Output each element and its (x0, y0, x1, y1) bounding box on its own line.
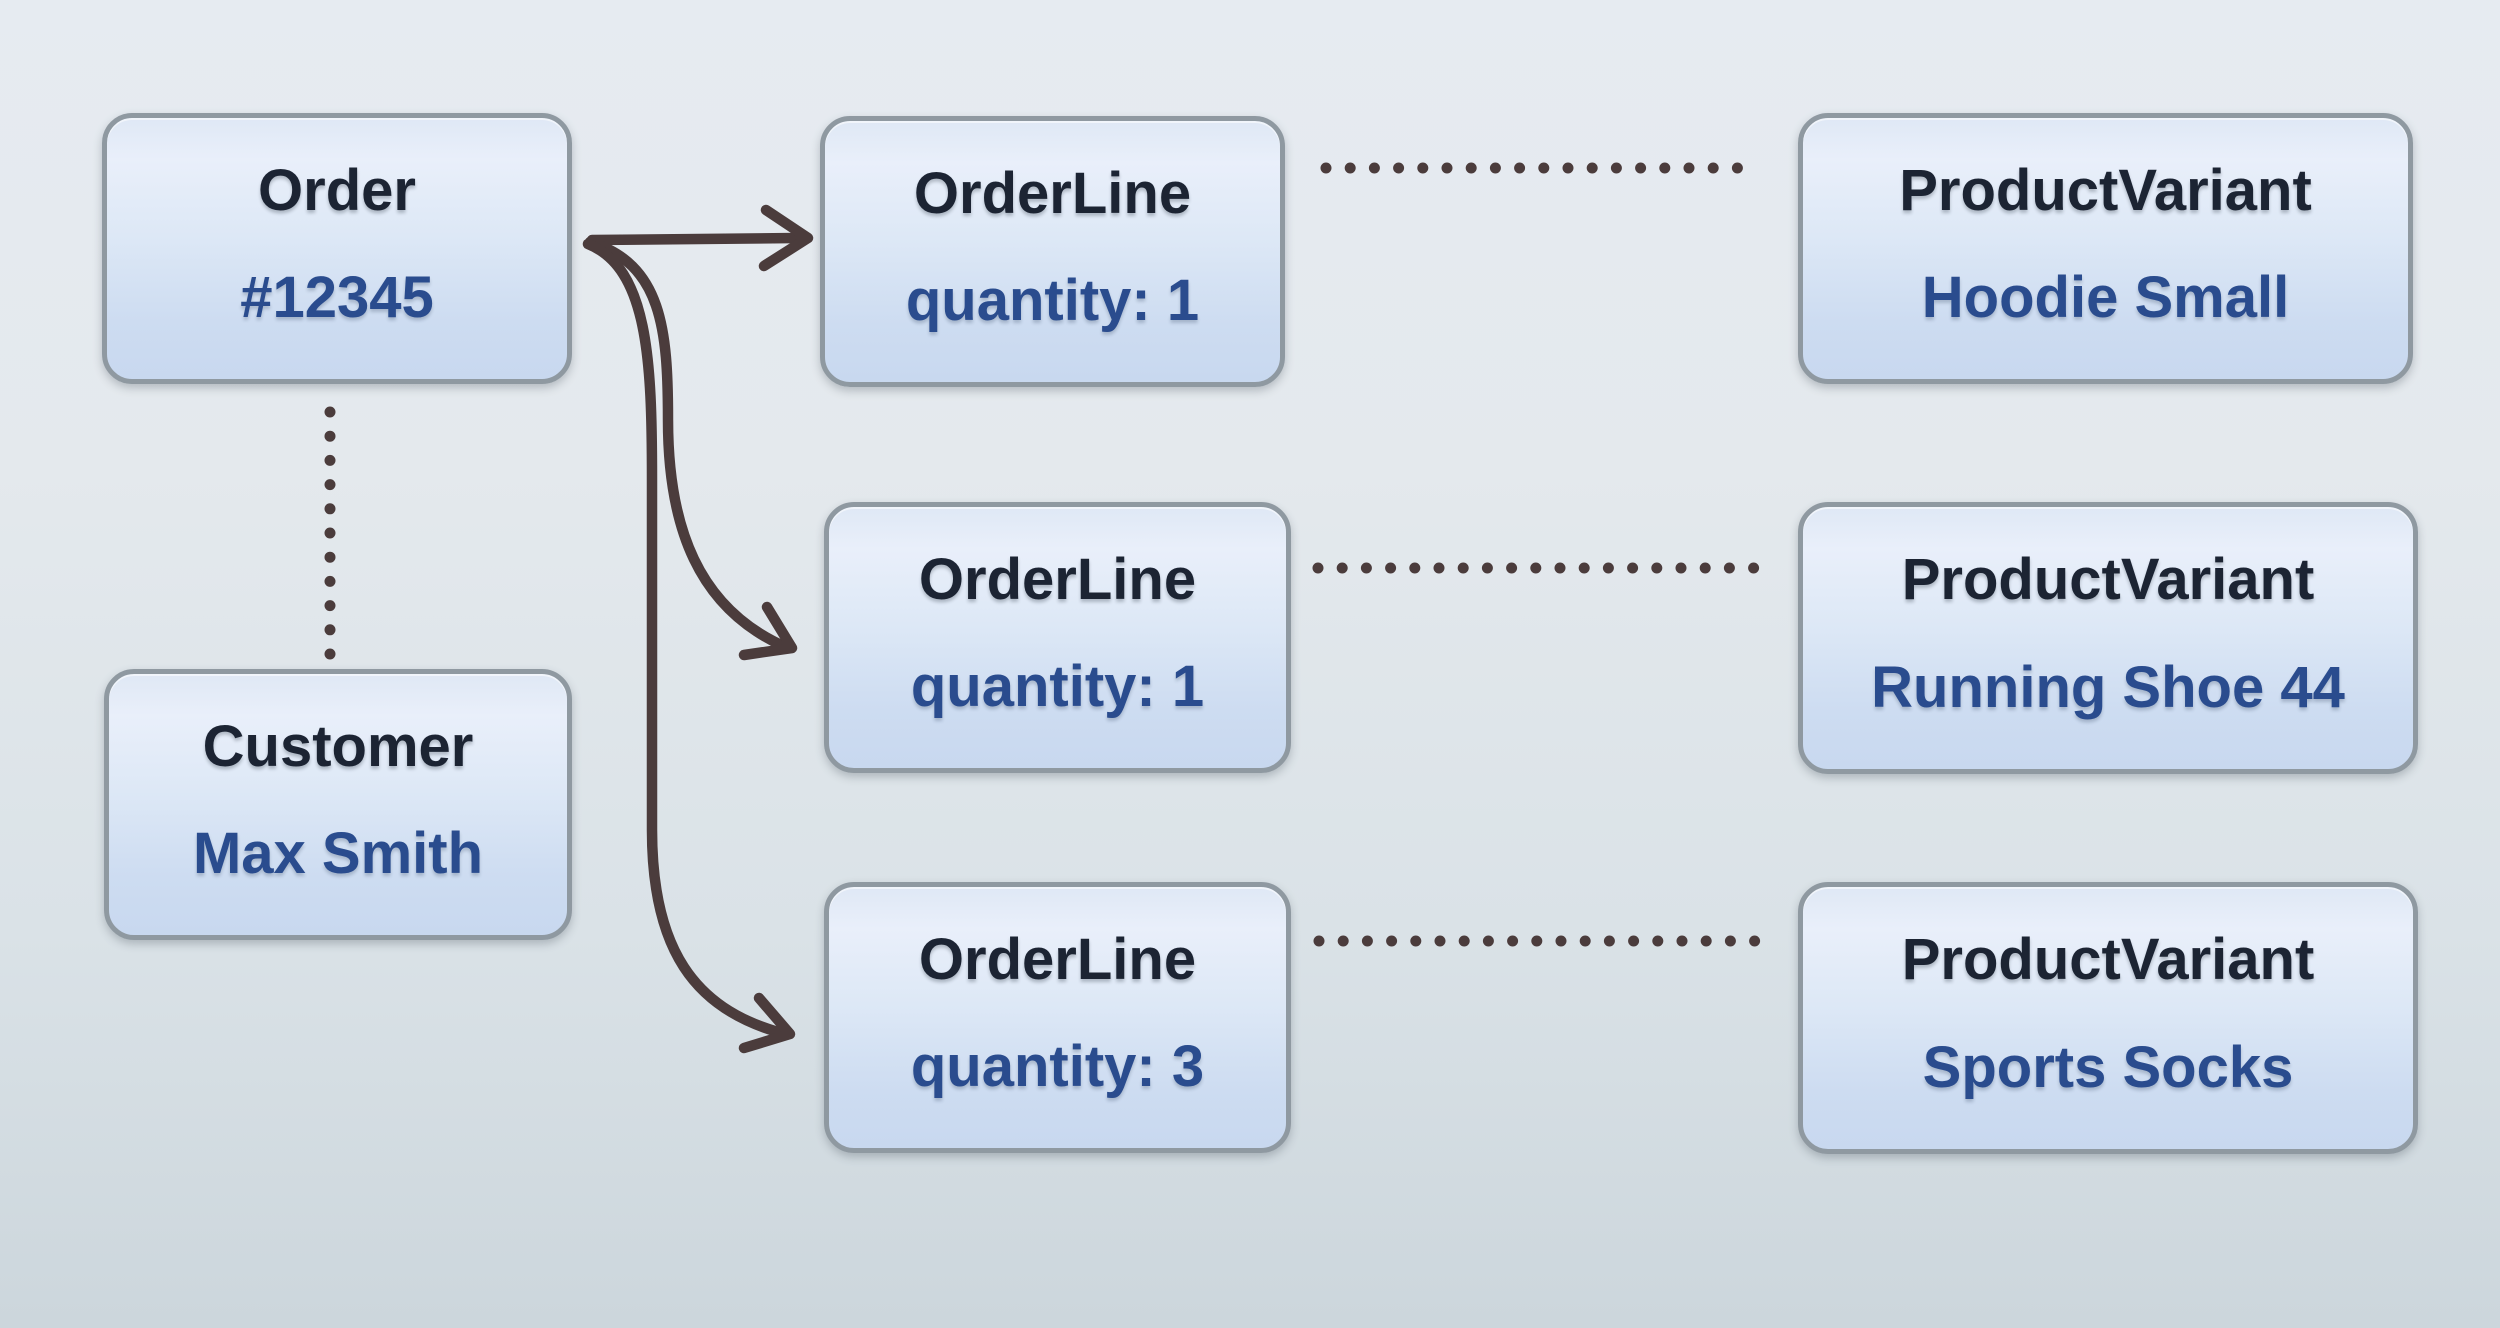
productvariant-node-2: ProductVariant Running Shoe 44 (1798, 502, 2418, 774)
customer-node: Customer Max Smith (104, 669, 572, 940)
orderline-node-2-title: OrderLine (918, 547, 1197, 612)
orderline-node-2: OrderLine quantity: 1 (824, 502, 1291, 773)
productvariant-node-2-name: Running Shoe 44 (1871, 655, 2345, 720)
order-node-value: #12345 (240, 265, 434, 330)
order-orderline1-arrow (586, 204, 814, 272)
orderline-node-1: OrderLine quantity: 1 (820, 116, 1285, 387)
orderline-node-3: OrderLine quantity: 3 (824, 882, 1291, 1153)
productvariant-node-3: ProductVariant Sports Socks (1798, 882, 2418, 1154)
productvariant-node-3-title: ProductVariant (1901, 927, 2315, 992)
productvariant-node-3-name: Sports Socks (1922, 1035, 2294, 1100)
orderline-node-3-quantity: quantity: 3 (910, 1034, 1205, 1099)
order-orderline2-arrow (584, 236, 798, 661)
customer-node-value: Max Smith (192, 821, 484, 886)
order-node-title: Order (258, 158, 416, 223)
order-orderline3-arrow (582, 238, 796, 1054)
productvariant-node-2-title: ProductVariant (1901, 547, 2315, 612)
order-node: Order #12345 (102, 113, 572, 384)
productvariant-node-1: ProductVariant Hoodie Small (1798, 113, 2413, 384)
productvariant-node-1-name: Hoodie Small (1921, 265, 2290, 330)
orderline-node-1-title: OrderLine (913, 161, 1192, 226)
customer-node-title: Customer (202, 714, 474, 779)
orderline-node-3-title: OrderLine (918, 927, 1197, 992)
orderline-node-2-quantity: quantity: 1 (910, 654, 1205, 719)
orderline-node-1-quantity: quantity: 1 (905, 268, 1200, 333)
productvariant-node-1-title: ProductVariant (1899, 158, 2312, 223)
